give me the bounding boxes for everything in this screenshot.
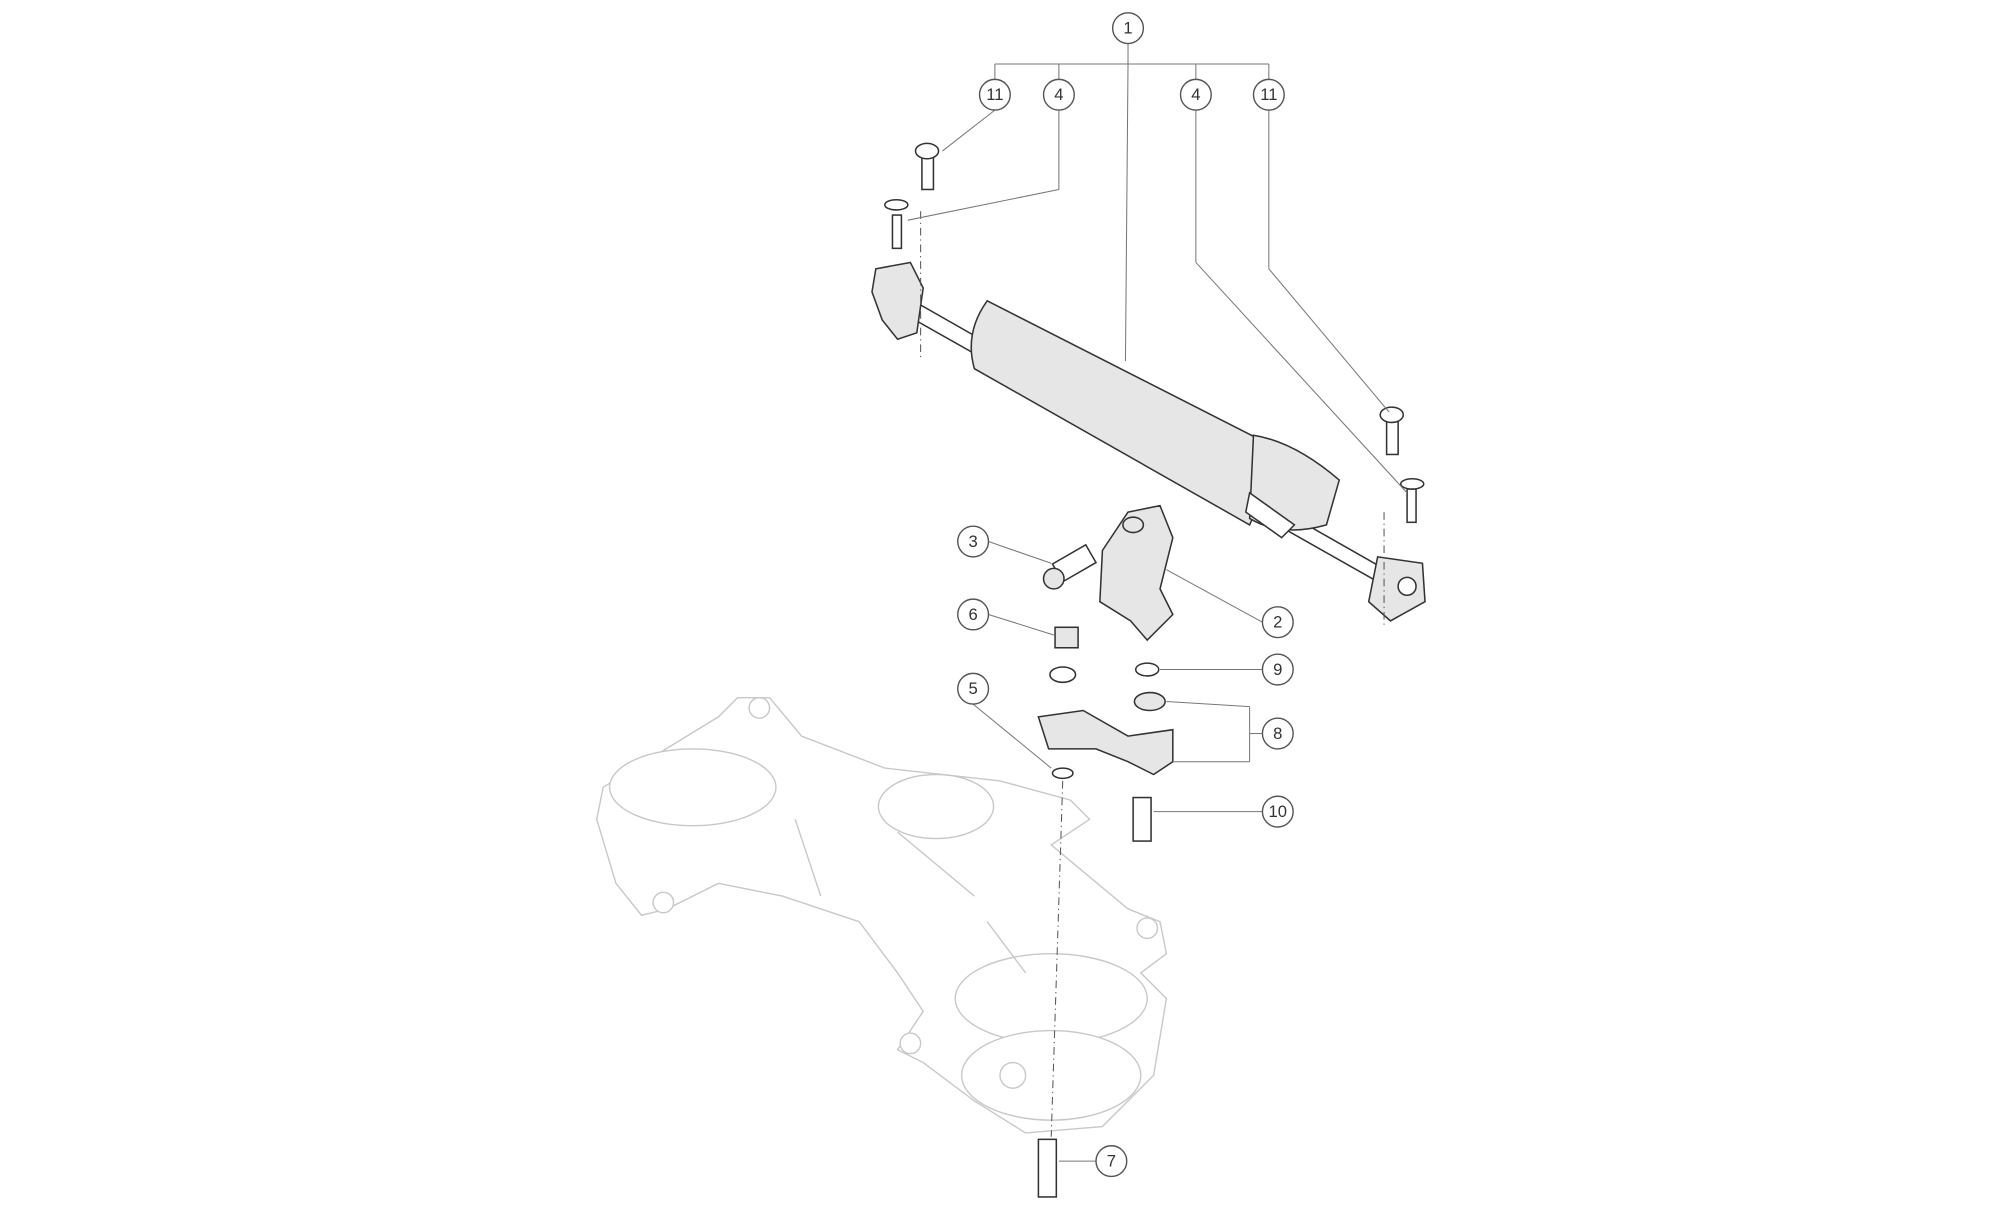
callout-6: 6 bbox=[957, 598, 990, 631]
svg-text:11: 11 bbox=[986, 85, 1003, 104]
svg-text:10: 10 bbox=[1269, 802, 1288, 821]
svg-text:9: 9 bbox=[1273, 660, 1282, 679]
callout-11-left: 11 bbox=[978, 78, 1011, 111]
callout-8: 8 bbox=[1261, 717, 1294, 750]
triple-clamp bbox=[596, 696, 1168, 1134]
callout-2: 2 bbox=[1261, 606, 1294, 639]
callout-7: 7 bbox=[1095, 1145, 1128, 1178]
bolts bbox=[884, 142, 1425, 1198]
callout-3: 3 bbox=[957, 525, 990, 558]
callout-11-right: 11 bbox=[1252, 78, 1285, 111]
svg-text:11: 11 bbox=[1260, 85, 1277, 104]
callout-4-right: 4 bbox=[1179, 78, 1212, 111]
callout-1: 1 bbox=[1111, 12, 1145, 45]
svg-text:3: 3 bbox=[968, 532, 977, 551]
svg-text:4: 4 bbox=[1191, 85, 1200, 104]
svg-text:8: 8 bbox=[1273, 724, 1282, 743]
svg-text:2: 2 bbox=[1273, 613, 1282, 632]
svg-text:6: 6 bbox=[968, 605, 977, 624]
svg-text:4: 4 bbox=[1054, 85, 1063, 104]
svg-text:1: 1 bbox=[1123, 19, 1132, 38]
steering-damper bbox=[871, 211, 1426, 628]
callout-5: 5 bbox=[957, 672, 990, 705]
callout-10: 10 bbox=[1261, 795, 1294, 828]
svg-text:7: 7 bbox=[1107, 1152, 1116, 1171]
callout-9: 9 bbox=[1261, 653, 1294, 686]
leader-lines bbox=[907, 43, 1408, 1162]
callout-4-left: 4 bbox=[1042, 78, 1075, 111]
svg-text:5: 5 bbox=[968, 679, 977, 698]
